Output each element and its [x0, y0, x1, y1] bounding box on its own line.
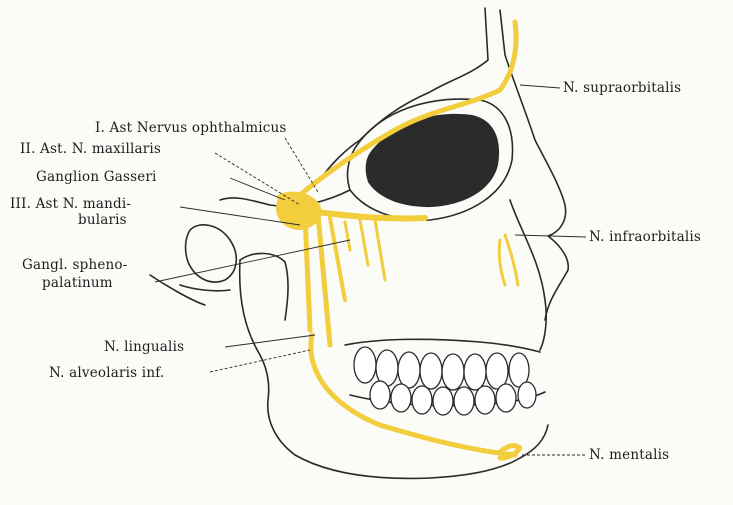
label-mentalis: N. mentalis: [589, 448, 669, 463]
infraorbital-twigs: [505, 235, 518, 285]
mandibular-branch-1: [305, 215, 310, 330]
lower-tooth: [518, 382, 536, 408]
label-supraorbitalis: N. supraorbitalis: [563, 81, 681, 96]
mandible-notch: [240, 253, 288, 320]
leader-gasseri: [230, 178, 285, 200]
leader-lingualis: [225, 335, 315, 347]
infraorbital-twigs-2: [499, 240, 505, 285]
orbit-cavity: [366, 114, 499, 207]
label-infraorbitalis: N. infraorbitalis: [589, 230, 701, 245]
lower-tooth: [391, 384, 411, 412]
label-spheno-line2: palatinum: [42, 276, 113, 291]
mandibular-branch-3: [330, 218, 345, 300]
pterygo-branch-1: [360, 220, 368, 265]
label-maxillaris: II. Ast. N. maxillaris: [20, 142, 161, 157]
lower-tooth: [454, 387, 474, 415]
label-lingualis: N. lingualis: [104, 340, 184, 355]
upper-tooth: [420, 353, 442, 389]
label-alveolaris: N. alveolaris inf.: [49, 366, 164, 381]
mandibular-branch-2: [318, 215, 330, 345]
mastoid-lower: [180, 285, 230, 291]
upper-tooth: [354, 347, 376, 383]
label-mandibularis-line2: bularis: [78, 213, 127, 228]
upper-gumline: [345, 339, 540, 352]
pterygo-branch-2: [375, 220, 385, 280]
lower-tooth: [475, 386, 495, 414]
upper-tooth: [442, 354, 464, 390]
lower-tooth: [412, 386, 432, 414]
lower-tooth: [433, 387, 453, 415]
leader-supraorbitalis: [520, 85, 560, 88]
lower-tooth: [496, 384, 516, 412]
styloid-process: [150, 275, 205, 305]
upper-tooth: [464, 354, 486, 390]
leader-alveolaris: [210, 350, 310, 372]
label-spheno-line1: Gangl. spheno-: [22, 258, 128, 273]
ganglion-gasseri-shape: [276, 192, 321, 230]
label-mandibularis-line1: III. Ast N. mandi-: [10, 197, 131, 212]
pterygo-branch-3: [345, 222, 350, 250]
upper-tooth: [398, 352, 420, 388]
label-ophthalmicus: I. Ast Nervus ophthalmicus: [95, 121, 287, 136]
lower-tooth: [370, 381, 390, 409]
label-gasseri: Ganglion Gasseri: [36, 170, 157, 185]
